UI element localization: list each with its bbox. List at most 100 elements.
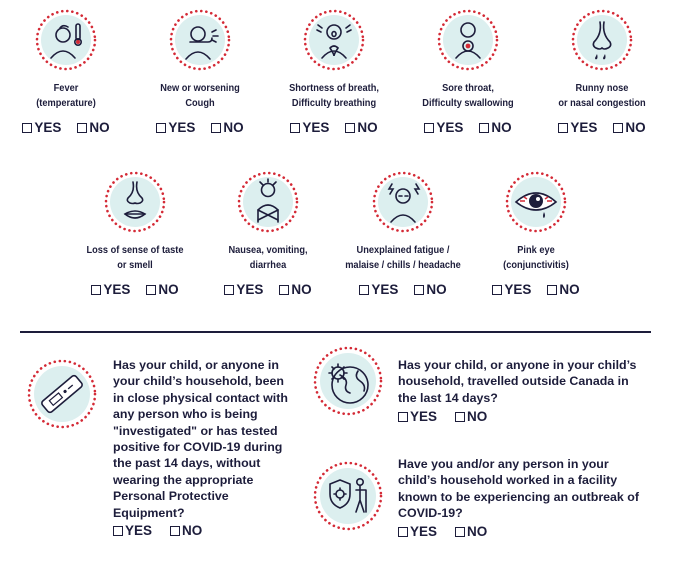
symptom-label: New or worsening [160, 82, 240, 94]
yes-label: YES [236, 282, 264, 297]
yes-checkbox[interactable]: YES [398, 524, 437, 539]
symptom-label: Shortness of breath, [289, 82, 379, 94]
symptom-label: Fever [53, 82, 79, 94]
question-text: the past 14 days, without [113, 456, 261, 471]
no-label: NO [426, 282, 447, 297]
yes-label: YES [302, 120, 330, 135]
no-checkbox[interactable]: NO [613, 120, 646, 135]
no-checkbox[interactable]: NO [211, 120, 244, 135]
symptom-pink-eye: Pink eye (conjunctivitis) YES NO [470, 170, 602, 297]
symptom-label: Unexplained fatigue / [356, 244, 450, 256]
thermometer-person-icon [34, 8, 98, 72]
symptom-label: Difficulty swallowing [422, 97, 514, 109]
yes-label: YES [436, 120, 464, 135]
no-checkbox[interactable]: NO [345, 120, 378, 135]
no-label: NO [223, 120, 244, 135]
no-label: NO [491, 120, 512, 135]
yes-checkbox[interactable]: YES [398, 409, 437, 424]
question-text: any person who is being [113, 407, 258, 422]
question-text: household, travelled outside Canada in [398, 374, 629, 389]
yes-label: YES [168, 120, 196, 135]
yes-label: YES [570, 120, 598, 135]
question-text: child’s household worked in a facility [398, 473, 618, 488]
coughing-person-icon [168, 8, 232, 72]
no-checkbox[interactable]: NO [479, 120, 512, 135]
question-text: Have you and/or any person in your [398, 457, 609, 471]
yes-checkbox[interactable]: YES [22, 120, 61, 135]
yes-checkbox[interactable]: YES [359, 282, 398, 297]
no-checkbox[interactable]: NO [455, 409, 487, 424]
question-text: COVID-19? [398, 506, 463, 521]
question-text: Has your child, or anyone in [113, 358, 279, 372]
symptom-label: diarrhea [249, 259, 287, 271]
yes-checkbox[interactable]: YES [91, 282, 130, 297]
symptom-fever: Fever (temperature) YES NO [0, 8, 132, 135]
no-label: NO [559, 282, 580, 297]
question-text: the last 14 days? [398, 390, 498, 405]
no-checkbox[interactable]: NO [146, 282, 179, 297]
yes-label: YES [103, 282, 131, 297]
yes-label: YES [410, 524, 438, 539]
section-divider [20, 331, 651, 333]
question-text: known to be experiencing an outbreak of [398, 489, 639, 504]
no-label: NO [357, 120, 378, 135]
sore-throat-icon [436, 8, 500, 72]
no-label: NO [467, 524, 488, 539]
question-text: wearing the appropriate [113, 472, 254, 487]
yes-label: YES [504, 282, 532, 297]
symptom-label: Loss of sense of taste [86, 244, 184, 256]
yes-checkbox[interactable]: YES [558, 120, 597, 135]
no-label: NO [89, 120, 110, 135]
yes-label: YES [125, 523, 153, 538]
symptom-label: or nasal congestion [558, 97, 646, 109]
yes-checkbox[interactable]: YES [424, 120, 463, 135]
globe-virus-icon [312, 345, 384, 417]
symptom-loss-of-taste: Loss of sense of taste or smell YES NO [69, 170, 201, 297]
covid-test-icon [26, 358, 98, 430]
symptom-fatigue: Unexplained fatigue / malaise / chills / … [337, 170, 469, 297]
question-text: Personal Protective [113, 489, 229, 504]
question-text: positive for COVID-19 during [113, 440, 283, 455]
yes-label: YES [371, 282, 399, 297]
symptom-label: Pink eye [517, 244, 555, 256]
yes-checkbox[interactable]: YES [492, 282, 531, 297]
no-checkbox[interactable]: NO [455, 524, 487, 539]
symptom-label: Sore throat, [442, 82, 494, 94]
no-checkbox[interactable]: NO [279, 282, 312, 297]
symptom-label: Nausea, vomiting, [228, 244, 308, 256]
yes-label: YES [410, 409, 438, 424]
symptom-label: (temperature) [36, 97, 96, 109]
question-text: Equipment? [113, 505, 185, 520]
symptom-nausea: Nausea, vomiting, diarrhea YES NO [202, 170, 334, 297]
nauseous-person-icon [236, 170, 300, 234]
symptom-label: malaise / chills / headache [345, 259, 461, 271]
symptom-label: or smell [117, 259, 153, 271]
question-text: your child’s household, been [113, 374, 284, 389]
symptom-sore-throat: Sore throat, Difficulty swallowing YES NO [402, 8, 534, 135]
no-checkbox[interactable]: NO [170, 523, 202, 538]
yes-checkbox[interactable]: YES [156, 120, 195, 135]
no-label: NO [467, 409, 488, 424]
yes-checkbox[interactable]: YES [113, 523, 152, 538]
fatigued-person-icon [371, 170, 435, 234]
breathing-difficulty-icon [302, 8, 366, 72]
pink-eye-icon [504, 170, 568, 234]
no-label: NO [291, 282, 312, 297]
yes-label: YES [34, 120, 62, 135]
no-checkbox[interactable]: NO [547, 282, 580, 297]
question-text: Has your child, or anyone in your child’… [398, 358, 637, 372]
symptom-label: Runny nose [575, 82, 629, 94]
question-text: "investigated" or has tested [113, 423, 278, 438]
no-checkbox[interactable]: NO [77, 120, 110, 135]
symptom-label: (conjunctivitis) [503, 259, 569, 271]
symptom-label: Difficulty breathing [291, 97, 377, 109]
no-label: NO [625, 120, 646, 135]
yes-checkbox[interactable]: YES [290, 120, 329, 135]
symptom-runny-nose: Runny nose or nasal congestion YES NO [536, 8, 668, 135]
nose-mouth-icon [103, 170, 167, 234]
no-label: NO [158, 282, 179, 297]
no-checkbox[interactable]: NO [414, 282, 447, 297]
runny-nose-icon [570, 8, 634, 72]
question-text: in close physical contact with [113, 390, 288, 405]
yes-checkbox[interactable]: YES [224, 282, 263, 297]
